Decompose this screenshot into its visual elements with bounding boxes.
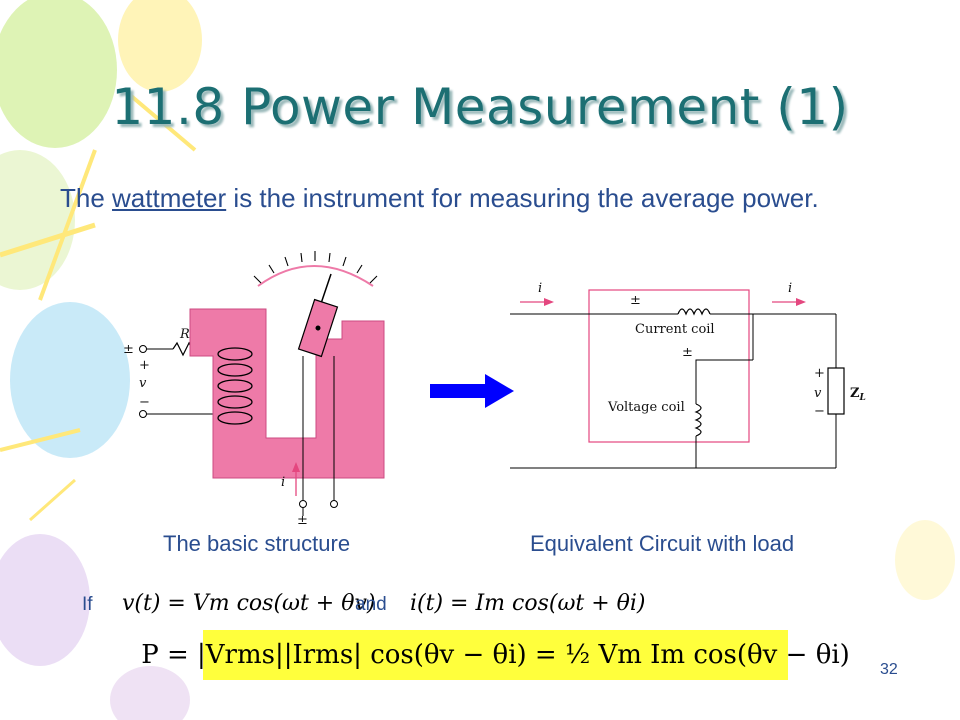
current-coil-label: Current coil <box>635 322 715 337</box>
terminal <box>139 345 147 353</box>
load-voltage-plus-label: + <box>814 366 825 381</box>
caption-basic-structure: The basic structure <box>163 531 351 556</box>
magnet-core <box>189 308 385 479</box>
wattmeter-term: wattmeter <box>112 183 227 213</box>
moving-coil <box>297 298 339 358</box>
meter-scale <box>257 265 374 287</box>
slide-title: 11.8 Power Measurement (1) <box>111 78 849 136</box>
streamer-decoration <box>0 222 96 258</box>
wattmeter-boundary <box>588 289 750 443</box>
voltage-coil-winding <box>217 347 253 425</box>
load-voltage-minus-label: − <box>814 404 825 419</box>
terminal-polarity-label: ± <box>123 342 134 357</box>
streamer-decoration <box>29 478 76 522</box>
balloon-decoration <box>0 150 75 290</box>
balloon-decoration <box>118 0 202 92</box>
wire <box>695 359 753 404</box>
voltage-coil-polarity-label: ± <box>682 345 693 360</box>
current-arrowhead-right <box>796 298 806 306</box>
and-word: and <box>355 594 387 615</box>
caption-equivalent-circuit: Equivalent Circuit with load <box>530 531 795 556</box>
voltage-coil-label: Voltage coil <box>607 400 685 415</box>
streamer-decoration <box>0 428 81 452</box>
current-label-left: i <box>538 281 542 296</box>
current-label-right: i <box>788 281 792 296</box>
streamer-decoration <box>38 149 97 301</box>
arrow-head <box>485 374 514 408</box>
current-arrowhead <box>292 462 300 472</box>
transition-arrow <box>430 374 514 408</box>
intro-text-after: is the instrument for measuring the aver… <box>226 183 819 213</box>
page-number: 32 <box>880 661 898 678</box>
balloon-decoration <box>0 0 117 148</box>
load-label-subscript: L <box>859 393 866 403</box>
intro-paragraph: The wattmeter is the instrument for meas… <box>60 180 910 216</box>
load-label: ZL <box>850 386 866 403</box>
voltage-equation: v(t) = Vm cos(ωt + θv) <box>122 591 376 616</box>
balloon-decoration <box>10 302 130 458</box>
power-formula: P = |Vrms||Irms| cos(θv − θi) = ½ Vm Im … <box>141 630 850 680</box>
load-voltage-label: v <box>814 386 822 401</box>
current-label: i <box>281 475 285 490</box>
if-word: If <box>82 594 93 615</box>
arrow-shaft <box>430 384 490 398</box>
voltage-label: v <box>139 376 147 391</box>
intro-text-before: The <box>60 183 113 213</box>
balloon-decoration <box>0 534 90 666</box>
terminal <box>299 500 307 508</box>
voltage-minus-label: − <box>139 395 150 410</box>
current-arrowhead-left <box>544 298 554 306</box>
wattmeter-structure-diagram: R ± + v − i ± <box>123 251 385 528</box>
bottom-polarity-label: ± <box>297 513 308 528</box>
equivalent-circuit-diagram: i i ± Current coil ± Voltage coil + v − … <box>510 281 866 469</box>
terminal <box>139 410 147 418</box>
terminal <box>330 500 338 508</box>
current-equation: i(t) = Im cos(ωt + θi) <box>410 591 646 616</box>
balloon-decoration <box>110 666 190 720</box>
voltage-plus-label: + <box>139 358 150 373</box>
streamer-decoration <box>128 93 197 152</box>
voltage-coil-symbol <box>694 403 702 437</box>
load-impedance <box>827 367 845 415</box>
balloon-decoration <box>895 520 955 600</box>
scale-ticks <box>253 251 378 284</box>
load-label-main: Z <box>850 386 860 401</box>
resistor-label: R <box>179 327 190 342</box>
current-coil-polarity-label: ± <box>630 293 641 308</box>
current-coil-symbol <box>677 308 711 316</box>
